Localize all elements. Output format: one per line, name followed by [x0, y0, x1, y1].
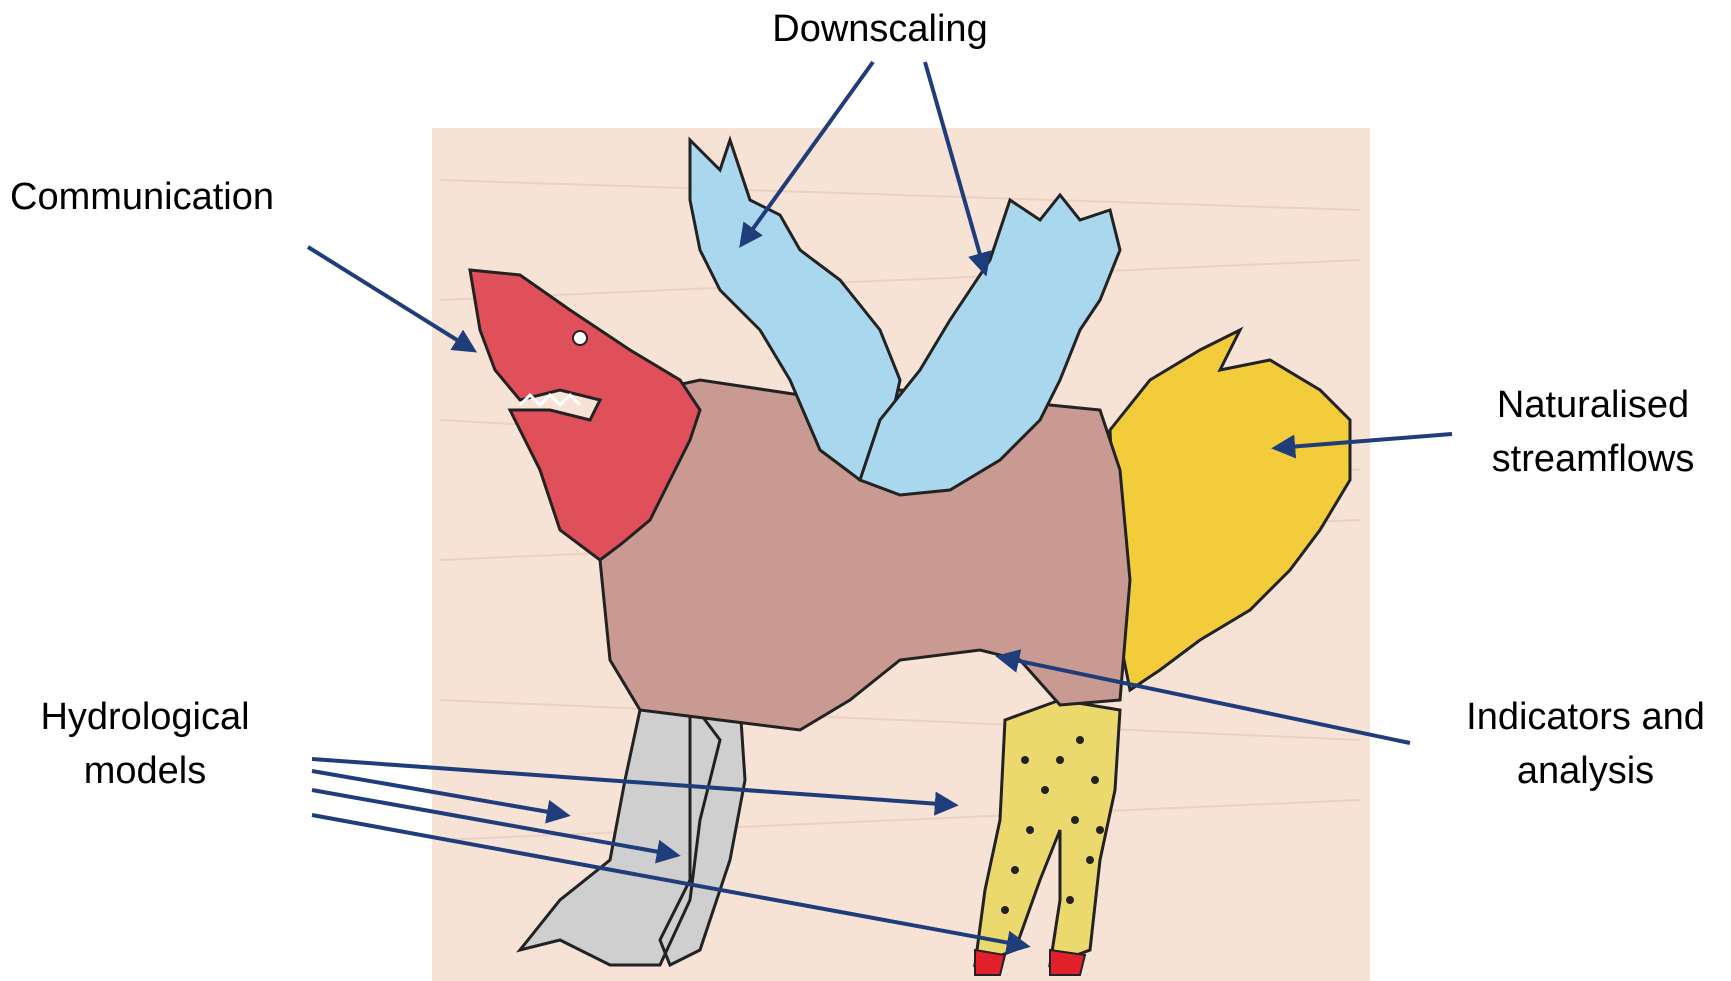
label-hydrological-models: Hydrological models	[10, 690, 280, 798]
hoof-left	[975, 950, 1005, 975]
label-naturalised-line1: Naturalised	[1455, 378, 1731, 432]
label-indicators-analysis: Indicators and analysis	[1440, 690, 1731, 798]
label-naturalised-streamflows: Naturalised streamflows	[1455, 378, 1731, 486]
label-communication: Communication	[0, 170, 340, 224]
drawing	[432, 128, 1370, 981]
label-hydrological-line1: Hydrological	[10, 690, 280, 744]
label-naturalised-line2: streamflows	[1455, 432, 1731, 486]
hoof-right	[1050, 950, 1085, 975]
label-indicators-line2: analysis	[1440, 744, 1731, 798]
label-hydrological-line2: models	[10, 744, 280, 798]
label-indicators-line1: Indicators and	[1440, 690, 1731, 744]
label-downscaling: Downscaling	[740, 2, 1020, 56]
shark-eye	[573, 331, 587, 345]
